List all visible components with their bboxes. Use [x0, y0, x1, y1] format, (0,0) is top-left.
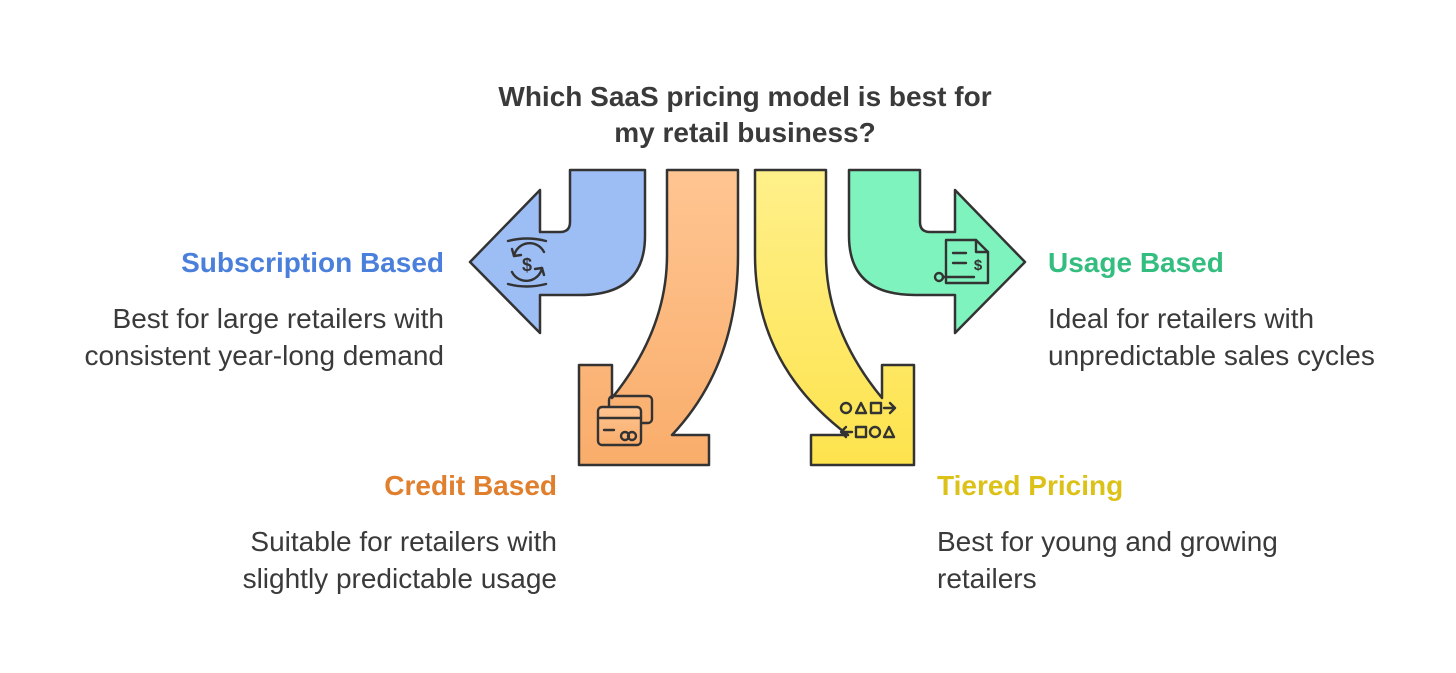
dollar-cycle-icon: $ — [506, 237, 548, 288]
credit-arrow-shape — [577, 168, 740, 467]
credit-arrow — [577, 168, 740, 467]
usage-label: Usage Based — [1048, 247, 1224, 278]
usage-arrow-shape — [847, 168, 1027, 335]
credit-desc-line1: Suitable for retailers with — [250, 526, 557, 557]
diagram-title-line1: Which SaaS pricing model is best for — [498, 81, 992, 112]
credit-cards-icon — [596, 394, 654, 447]
usage-desc-line2: unpredictable sales cycles — [1048, 340, 1375, 371]
svg-text:$: $ — [522, 255, 532, 275]
subscription-desc-line2: consistent year-long demand — [84, 340, 444, 371]
tiered-arrow — [753, 168, 916, 467]
tiered-arrow-shape — [753, 168, 916, 467]
shapes-flow-icon — [839, 401, 897, 439]
credit-label: Credit Based — [384, 470, 557, 501]
subscription-desc-line1: Best for large retailers with — [112, 303, 444, 334]
subscription-label: Subscription Based — [181, 247, 444, 278]
tiered-label: Tiered Pricing — [937, 470, 1124, 501]
subscription-arrow-shape — [468, 168, 647, 335]
svg-text:$: $ — [974, 257, 983, 274]
credit-desc-line2: slightly predictable usage — [242, 563, 557, 594]
diagram-title-line2: my retail business? — [614, 117, 876, 148]
subscription-arrow: $ — [468, 168, 647, 335]
tiered-desc-line2: retailers — [937, 563, 1037, 594]
usage-desc-line1: Ideal for retailers with — [1048, 303, 1315, 334]
usage-invoice-icon: $ — [933, 238, 990, 285]
tiered-desc-line1: Best for young and growing — [937, 526, 1278, 557]
usage-arrow: $ — [847, 168, 1027, 335]
